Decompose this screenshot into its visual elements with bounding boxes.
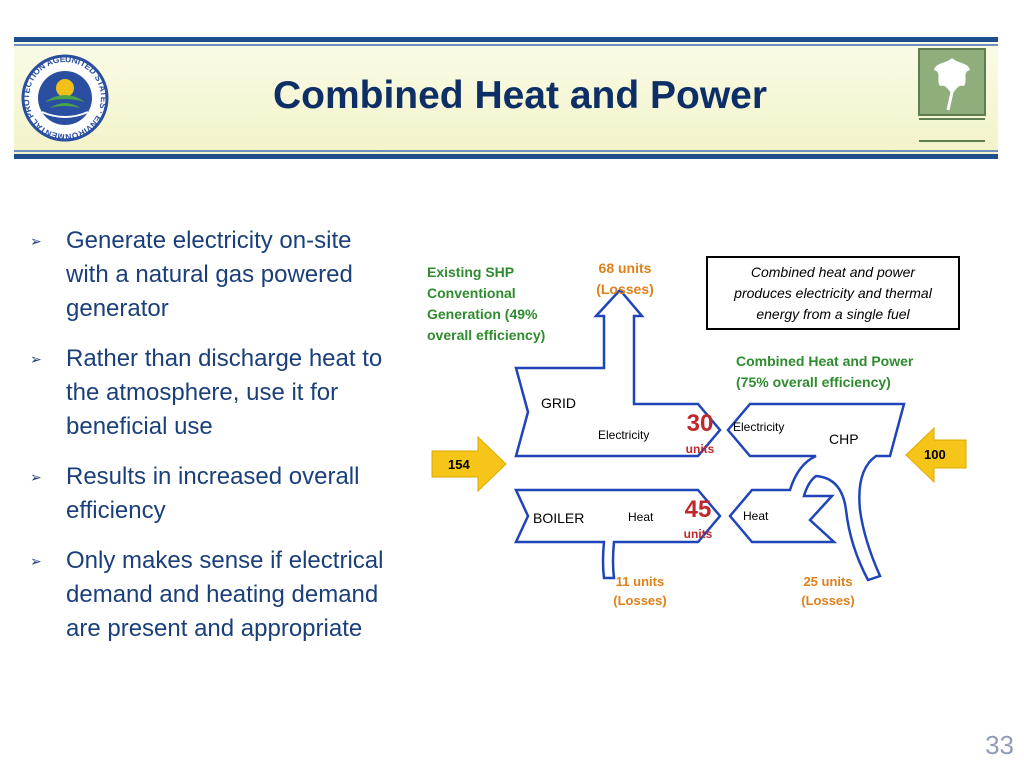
electricity-units-value: 30: [686, 410, 714, 437]
bullet-item: ➢Rather than discharge heat to the atmos…: [26, 342, 386, 444]
page-title: Combined Heat and Power: [272, 74, 768, 117]
bullet-item: ➢Only makes sense if electrical demand a…: [26, 544, 386, 646]
title-banner: [14, 37, 998, 159]
electricity-units-word: units: [685, 442, 715, 456]
bullet-list: ➢Generate electricity on-site with a nat…: [26, 224, 386, 662]
arrow-bullet-icon: ➢: [30, 553, 42, 569]
epa-logo: UNITED STATES · ENVIRONMENTAL PROTECTION…: [20, 50, 109, 142]
boiler-shape: [514, 488, 722, 580]
arrow-bullet-icon: ➢: [30, 233, 42, 249]
shp-losses-label: 68 units (Losses): [596, 260, 654, 297]
input-arrow-154: [431, 435, 507, 493]
chp-label: CHP: [829, 431, 859, 447]
input-154-label: 154: [448, 457, 470, 472]
grid-label: GRID: [541, 395, 576, 411]
boiler-label: BOILER: [533, 510, 585, 526]
shp-title: Existing SHP Conventional Generation (49…: [427, 264, 546, 343]
chp-losses-label: 25 units (Losses): [801, 574, 855, 608]
heat-units-value: 45: [684, 496, 712, 523]
chp-heat-label: Heat: [743, 509, 769, 523]
chp-shape: [726, 402, 906, 582]
boiler-heat-label: Heat: [628, 510, 654, 524]
grid-shape: [514, 288, 722, 458]
boiler-losses-label: 11 units (Losses): [613, 574, 667, 608]
heat-units-word: units: [683, 527, 713, 541]
massdep-logo: [918, 48, 986, 142]
grid-electricity-label: Electricity: [598, 428, 650, 442]
input-arrow-100: [905, 426, 967, 484]
arrow-bullet-icon: ➢: [30, 469, 42, 485]
arrow-bullet-icon: ➢: [30, 351, 42, 367]
chp-callout-box: Combined heat and power produces electri…: [706, 256, 960, 330]
chp-title: Combined Heat and Power (75% overall eff…: [736, 353, 914, 390]
chp-electricity-label: Electricity: [733, 420, 785, 434]
input-100-label: 100: [924, 447, 946, 462]
bullet-item: ➢Generate electricity on-site with a nat…: [26, 224, 386, 326]
slide-number: 33: [985, 730, 1014, 760]
bullet-item: ➢Results in increased overall efficiency: [26, 460, 386, 528]
